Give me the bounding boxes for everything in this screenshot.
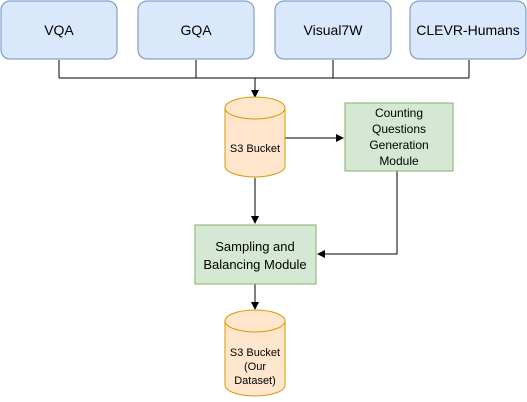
cylinder-body bbox=[224, 309, 286, 397]
sampling-module-line: Balancing Module bbox=[203, 257, 306, 272]
s3-bucket-label: S3 Bucket bbox=[230, 143, 280, 155]
source-visual7w: Visual7W bbox=[274, 0, 392, 60]
sampling-module: Sampling and Balancing Module bbox=[194, 224, 317, 285]
source-box bbox=[0, 0, 118, 60]
s3-bucket-cylinder: S3 Bucket bbox=[224, 96, 286, 178]
output-bucket-cylinder: S3 Bucket (Our Dataset) bbox=[224, 309, 286, 397]
source-label: GQA bbox=[180, 22, 212, 38]
source-label: VQA bbox=[44, 22, 74, 38]
source-label: Visual7W bbox=[304, 22, 364, 38]
source-clevr-humans: CLEVR-Humans bbox=[409, 0, 527, 60]
source-box bbox=[137, 0, 255, 60]
cylinder-rim bbox=[224, 320, 286, 333]
source-box bbox=[274, 0, 392, 60]
counting-module: Counting Questions Generation Module bbox=[344, 102, 454, 172]
source-box bbox=[409, 0, 527, 60]
connectors bbox=[58, 60, 470, 310]
source-vqa: VQA bbox=[0, 0, 118, 60]
output-bucket-line: S3 Bucket bbox=[230, 347, 280, 359]
output-bucket-line: Dataset) bbox=[234, 375, 276, 387]
source-gqa: GQA bbox=[137, 0, 255, 60]
arrow-counting-to-sampling bbox=[317, 171, 398, 258]
counting-module-box bbox=[344, 102, 454, 172]
cylinder-rim bbox=[224, 107, 286, 120]
sampling-module-line: Sampling and bbox=[215, 239, 295, 254]
counting-module-line: Generation bbox=[369, 138, 428, 152]
cylinder-body bbox=[224, 96, 286, 178]
counting-module-line: Questions bbox=[372, 122, 426, 136]
output-bucket-line: (Our bbox=[244, 361, 266, 373]
counting-module-line: Module bbox=[379, 154, 419, 168]
source-label: CLEVR-Humans bbox=[416, 22, 519, 38]
sampling-module-box bbox=[194, 224, 317, 285]
counting-module-line: Counting bbox=[375, 106, 423, 120]
